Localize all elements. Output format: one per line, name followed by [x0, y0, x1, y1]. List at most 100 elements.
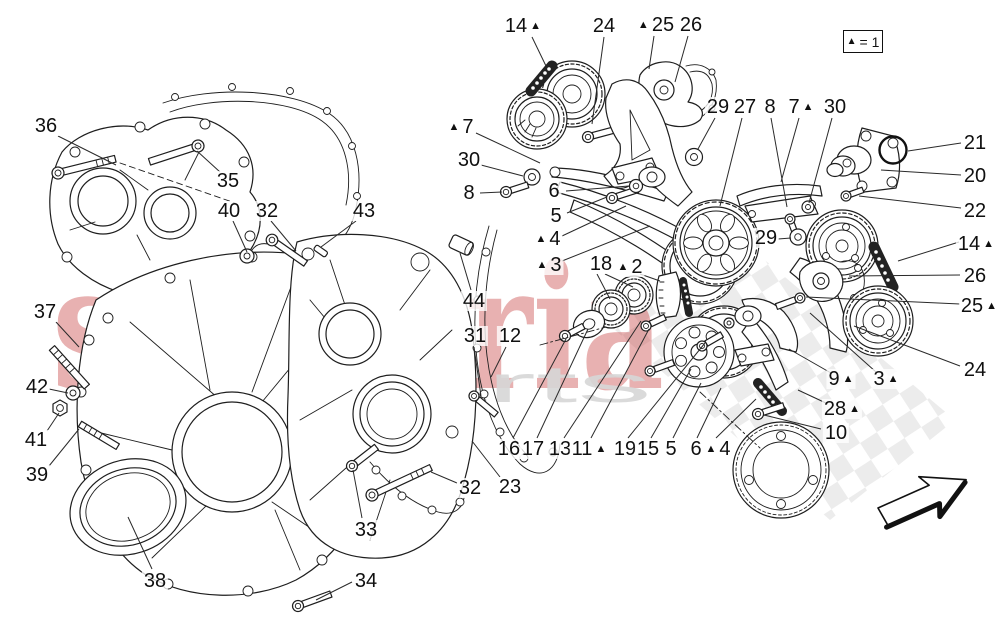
- callout-24: 24: [961, 360, 989, 380]
- callout-43: 43: [350, 200, 378, 222]
- callout-23: 23: [496, 477, 524, 497]
- callout-4: ▲4: [703, 438, 733, 460]
- callout-number: 8: [764, 96, 776, 118]
- callout-number: 18: [589, 253, 613, 275]
- callout-number: 6: [690, 438, 702, 460]
- callout-number: 26: [679, 14, 703, 36]
- callout-22: 22: [961, 200, 989, 222]
- callout-32: 32: [253, 201, 281, 221]
- callout-29: 29: [704, 96, 732, 118]
- vvt-pulley-right-lower: [842, 285, 914, 357]
- triangle-icon: ▲: [802, 100, 814, 113]
- washer-6-left: [628, 178, 644, 194]
- callout-number: 39: [25, 464, 49, 486]
- callout-32: 32: [456, 477, 484, 499]
- callout-number: 32: [458, 477, 482, 499]
- callout-39: 39: [23, 464, 51, 486]
- callout-30: 30: [821, 97, 849, 117]
- timing-chain-top: [525, 60, 558, 97]
- callout-number: 36: [34, 115, 58, 137]
- bolt-32-bottom: [365, 464, 433, 502]
- callout-number: 3: [873, 368, 885, 390]
- callout-number: 33: [354, 519, 378, 541]
- callout-26: 26: [961, 265, 989, 287]
- triangle-icon: ▲: [887, 372, 899, 385]
- callout-5: 5: [548, 206, 564, 226]
- callout-number: 7: [462, 116, 474, 138]
- triangle-icon: ▲: [986, 299, 998, 312]
- callout-number: 29: [754, 227, 778, 249]
- callout-number: 31: [463, 325, 487, 347]
- callout-6: 6: [688, 438, 704, 460]
- bolt-24-top: [581, 125, 618, 144]
- callout-29: 29: [752, 227, 780, 249]
- callout-number: 14: [957, 233, 981, 255]
- callout-11: 11▲: [569, 439, 609, 459]
- callout-number: 44: [462, 290, 486, 312]
- washer-29-right: [789, 228, 807, 246]
- callout-number: 7: [788, 96, 800, 118]
- washer-42: [65, 385, 81, 401]
- callout-number: 37: [33, 301, 57, 323]
- o-ring-21: [878, 135, 908, 165]
- bolt-5-lower: [644, 359, 676, 377]
- bolt-10: [751, 402, 786, 421]
- callout-number: 4: [549, 228, 561, 250]
- callout-18: 18: [587, 253, 615, 275]
- triangle-icon: ▲: [705, 442, 717, 455]
- callout-35: 35: [214, 170, 242, 192]
- leader-lines: [46, 35, 962, 601]
- callout-number: 22: [963, 200, 987, 222]
- washer-30-left: [523, 168, 541, 186]
- callout-33: 33: [352, 519, 380, 541]
- callout-number: 8: [463, 182, 475, 204]
- callout-number: 30: [457, 149, 481, 171]
- callout-number: 4: [719, 438, 731, 460]
- callout-44: 44: [460, 290, 488, 312]
- callout-3: ▲3: [534, 255, 564, 275]
- bolt-34: [291, 590, 333, 613]
- triangle-icon: ▲: [617, 260, 629, 273]
- callout-27: 27: [731, 96, 759, 118]
- callout-number: 26: [963, 265, 987, 287]
- callout-34: 34: [352, 571, 380, 591]
- callout-26: 26: [677, 14, 705, 36]
- callout-40: 40: [215, 201, 243, 221]
- callout-38: 38: [141, 570, 169, 592]
- callout-number: 9: [828, 368, 840, 390]
- callout-number: 10: [824, 422, 848, 444]
- bolt-33: [345, 443, 379, 473]
- triangle-icon: ▲: [530, 19, 542, 32]
- callout-17: 17: [519, 439, 547, 459]
- bolt-25-right: [774, 292, 806, 310]
- bolt-35: [147, 139, 205, 166]
- triangle-icon: ▲: [842, 372, 854, 385]
- triangle-icon: ▲: [846, 36, 857, 47]
- callout-20: 20: [961, 166, 989, 186]
- callout-25: ▲25: [635, 14, 677, 36]
- center-cover: [286, 233, 477, 559]
- callout-number: 25: [651, 14, 675, 36]
- nut-41: [52, 399, 68, 417]
- callout-12: 12: [496, 326, 524, 346]
- callout-14: 14▲: [955, 233, 997, 255]
- callout-number: 15: [636, 438, 660, 460]
- callout-28: 28▲: [821, 399, 863, 419]
- right-chain-guides: [723, 257, 849, 391]
- stud-39: [77, 420, 120, 451]
- callout-13: 13: [546, 439, 574, 459]
- callout-number: 2: [631, 256, 643, 278]
- legend-box: ▲ = 1: [843, 30, 883, 53]
- callout-number: 43: [352, 200, 376, 222]
- callout-number: 35: [216, 170, 240, 192]
- callout-number: 27: [733, 96, 757, 118]
- triangle-icon: ▲: [536, 258, 548, 271]
- callout-number: 6: [548, 180, 560, 202]
- callout-42: 42: [23, 377, 51, 397]
- callout-number: 41: [24, 429, 48, 451]
- callout-number: 38: [143, 570, 167, 592]
- callout-number: 29: [706, 96, 730, 118]
- triangle-icon: ▲: [637, 18, 649, 31]
- timing-chain-right: [868, 241, 899, 293]
- bolt-8-right: [784, 213, 800, 237]
